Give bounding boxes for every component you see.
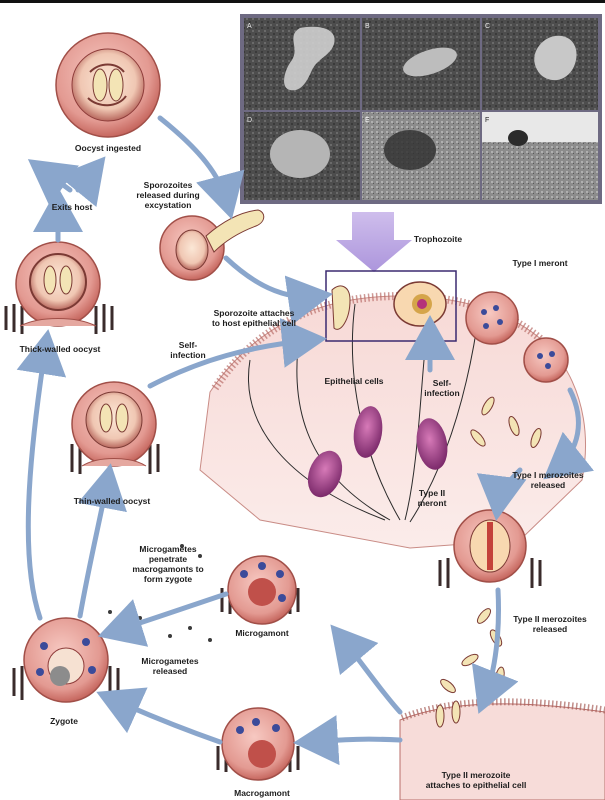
label-thin-walled-oocyst: Thin-walled oocyst bbox=[74, 496, 151, 506]
label-type2-merozoite-attaches-2: attaches to epithelial cell bbox=[426, 780, 527, 790]
label-type1-meront: Type I meront bbox=[512, 258, 567, 268]
micrograph-a: A bbox=[244, 18, 360, 110]
label-macrogamont: Macrogamont bbox=[234, 788, 290, 798]
label-thick-walled-oocyst: Thick-walled oocyst bbox=[20, 344, 101, 354]
zygote-cell bbox=[14, 618, 118, 702]
thick-walled-oocyst-cell bbox=[6, 242, 112, 334]
label-microgametes-penetrate-4: form zygote bbox=[144, 574, 192, 584]
label-self-infection-mid-2: infection bbox=[424, 388, 459, 398]
micrograph-d: D bbox=[244, 112, 360, 200]
micrograph-e: E bbox=[362, 112, 480, 200]
microgamont-cell bbox=[222, 556, 298, 624]
micrograph-b-letter: B bbox=[365, 23, 370, 30]
label-trophozoite: Trophozoite bbox=[414, 234, 462, 244]
macrogamont-cell bbox=[218, 708, 298, 780]
arrow-exits-host-left bbox=[40, 168, 70, 190]
micrograph-a-letter: A bbox=[247, 23, 252, 30]
arrow-excystation-to-attach bbox=[226, 258, 318, 297]
top-border bbox=[0, 0, 605, 3]
micrograph-d-letter: D bbox=[247, 117, 252, 124]
excystation-cell bbox=[160, 210, 264, 280]
label-epithelial-cells: Epithelial cells bbox=[324, 376, 383, 386]
label-microgametes-released-1: Microgametes bbox=[141, 656, 198, 666]
thin-walled-oocyst-cell bbox=[72, 382, 158, 474]
arrow-exits-host-right bbox=[78, 168, 96, 190]
label-sporozoites-3: excystation bbox=[145, 200, 192, 210]
label-oocyst-ingested: Oocyst ingested bbox=[75, 143, 141, 153]
arrow-macrogamont-to-zygote bbox=[110, 698, 220, 742]
label-microgametes-penetrate-3: macrogamonts to bbox=[132, 564, 203, 574]
micrograph-pointer-arrow bbox=[336, 212, 412, 272]
label-self-infection-left-1: Self- bbox=[179, 340, 198, 350]
arrow-to-macrogamont bbox=[308, 739, 400, 742]
micrograph-c-letter: C bbox=[485, 23, 490, 30]
label-self-infection-left-2: infection bbox=[170, 350, 205, 360]
micrograph-c: C bbox=[482, 18, 598, 110]
label-sporozoite-attaches-1: Sporozoite attaches bbox=[214, 308, 295, 318]
label-type2-merozoites-1: Type II merozoites bbox=[513, 614, 587, 624]
arrow-zygote-to-thick bbox=[28, 344, 46, 618]
label-sporozoite-attaches-2: to host epithelial cell bbox=[212, 318, 296, 328]
label-type2-merozoite-attaches-1: Type II merozoite bbox=[442, 770, 511, 780]
arrow-microgamont-to-zygote bbox=[112, 594, 226, 632]
label-type1-merozoites-2: released bbox=[531, 480, 566, 490]
label-type2-merozoites-2: released bbox=[533, 624, 568, 634]
micrograph-f-letter: F bbox=[485, 117, 489, 124]
label-self-infection-mid-1: Self- bbox=[433, 378, 452, 388]
label-microgamont: Microgamont bbox=[235, 628, 289, 638]
oocyst-ingested-cell bbox=[56, 33, 160, 137]
label-exits-host: Exits host bbox=[52, 202, 93, 212]
label-type2-meront-1: Type II bbox=[419, 488, 445, 498]
micrograph-f: F bbox=[482, 112, 598, 200]
label-microgametes-released-2: released bbox=[153, 666, 188, 676]
label-sporozoites-2: released during bbox=[136, 190, 199, 200]
label-sporozoites-1: Sporozoites bbox=[144, 180, 193, 190]
label-microgametes-penetrate-1: Microgametes bbox=[139, 544, 196, 554]
label-zygote: Zygote bbox=[50, 716, 78, 726]
trophozoite-cell bbox=[394, 282, 446, 326]
label-microgametes-penetrate-2: penetrate bbox=[149, 554, 188, 564]
micrograph-e-letter: E bbox=[365, 117, 370, 124]
label-type2-meront-2: meront bbox=[418, 498, 447, 508]
arrow-to-microgamont bbox=[340, 636, 400, 712]
micrograph-b: B bbox=[362, 18, 480, 110]
label-type1-merozoites-1: Type I merozoites bbox=[512, 470, 583, 480]
